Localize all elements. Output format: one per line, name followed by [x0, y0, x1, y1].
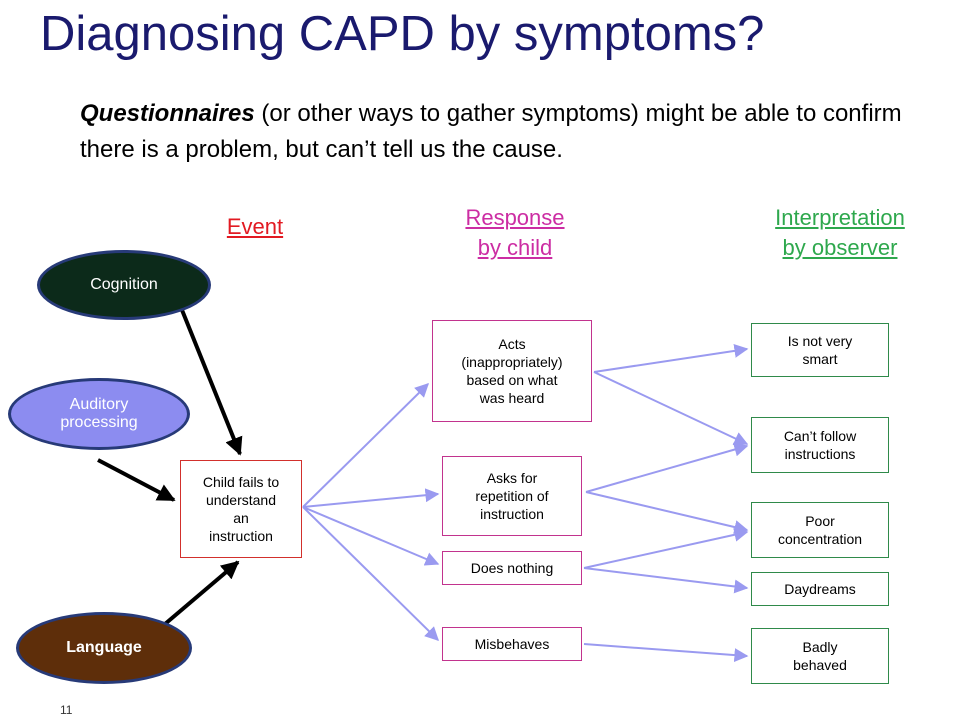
- interpretation-cant-follow-line2: instructions: [784, 446, 856, 462]
- header-event: Event: [200, 212, 310, 242]
- interpretation-daydreams: Daydreams: [751, 572, 889, 606]
- factor-language: Language: [16, 612, 192, 684]
- factor-cognition: Cognition: [37, 250, 211, 320]
- response-asks: Asks for repetition of instruction: [442, 456, 582, 536]
- header-response-line2: by child: [477, 235, 553, 260]
- response-misbehaves: Misbehaves: [442, 627, 582, 661]
- event-line1: Child fails to: [202, 474, 280, 490]
- arrow-acts-to-smart: [593, 343, 749, 373]
- interpretation-not-smart: Is not very smart: [751, 323, 889, 377]
- interpretation-cant-follow-line1: Can’t follow: [783, 428, 857, 444]
- factor-auditory-line2: processing: [60, 414, 138, 431]
- interpretation-badly-line2: behaved: [793, 657, 847, 673]
- response-acts-line2: (inappropriately): [461, 354, 563, 370]
- page-number: 11: [60, 703, 73, 717]
- response-asks-line1: Asks for: [486, 470, 538, 486]
- header-interpretation: Interpretation by observer: [740, 203, 940, 263]
- factor-auditory-processing: Auditory processing: [8, 378, 190, 450]
- header-interpretation-line1: Interpretation: [775, 205, 905, 230]
- arrow-asks-to-follow: [585, 442, 749, 493]
- intro-text: Questionnaires (or other ways to gather …: [80, 96, 950, 168]
- response-misbehaves-label: Misbehaves: [474, 636, 550, 652]
- arrow-acts-to-follow: [593, 371, 749, 445]
- interpretation-poor-line2: concentration: [777, 531, 863, 547]
- interpretation-poor-line1: Poor: [805, 513, 835, 529]
- event-line4: instruction: [209, 528, 273, 544]
- arrow-asks-to-poor: [585, 491, 749, 534]
- arrow-misbehaves-to-badly: [583, 643, 749, 663]
- header-response-line1: Response: [465, 205, 565, 230]
- arrow-event-to-asks: [302, 488, 440, 508]
- factor-language-label: Language: [66, 639, 142, 656]
- header-event-label: Event: [226, 214, 284, 239]
- header-interpretation-line2: by observer: [782, 235, 898, 260]
- interpretation-badly-line1: Badly: [802, 639, 838, 655]
- factor-auditory-line1: Auditory: [69, 396, 129, 413]
- arrow-event-to-misbehaves: [302, 506, 439, 641]
- interpretation-cant-follow: Can’t follow instructions: [751, 417, 889, 473]
- response-acts-line4: was heard: [479, 390, 545, 406]
- slide-title: Diagnosing CAPD by symptoms?: [40, 7, 765, 61]
- response-acts-line1: Acts: [498, 336, 526, 352]
- response-does-nothing-label: Does nothing: [470, 560, 554, 576]
- arrow-event-to-acts: [302, 383, 429, 508]
- arrow-cognition-to-event: [180, 309, 243, 456]
- arrow-nothing-to-poor: [583, 527, 749, 569]
- response-acts: Acts (inappropriately) based on what was…: [432, 320, 592, 422]
- response-asks-line3: instruction: [480, 506, 544, 522]
- event-line3: an: [233, 510, 249, 526]
- interpretation-not-smart-line2: smart: [802, 351, 838, 367]
- response-does-nothing: Does nothing: [442, 551, 582, 585]
- header-response: Response by child: [430, 203, 600, 263]
- arrow-nothing-to-daydreams: [583, 567, 749, 594]
- interpretation-poor-concentration: Poor concentration: [751, 502, 889, 558]
- response-asks-line2: repetition of: [475, 488, 549, 504]
- event-box: Child fails to understand an instruction: [180, 460, 302, 558]
- interpretation-daydreams-label: Daydreams: [784, 581, 856, 597]
- intro-rest: (or other ways to gather symptoms) might…: [80, 100, 902, 163]
- arrow-language-to-event: [163, 560, 240, 626]
- event-line2: understand: [205, 492, 277, 508]
- arrow-auditory-to-event: [97, 458, 176, 502]
- intro-bold-term: Questionnaires: [80, 100, 255, 127]
- response-acts-line3: based on what: [466, 372, 558, 388]
- arrow-event-to-nothing: [302, 506, 440, 566]
- interpretation-badly-behaved: Badly behaved: [751, 628, 889, 684]
- interpretation-not-smart-line1: Is not very: [787, 333, 853, 349]
- factor-cognition-label: Cognition: [90, 276, 158, 293]
